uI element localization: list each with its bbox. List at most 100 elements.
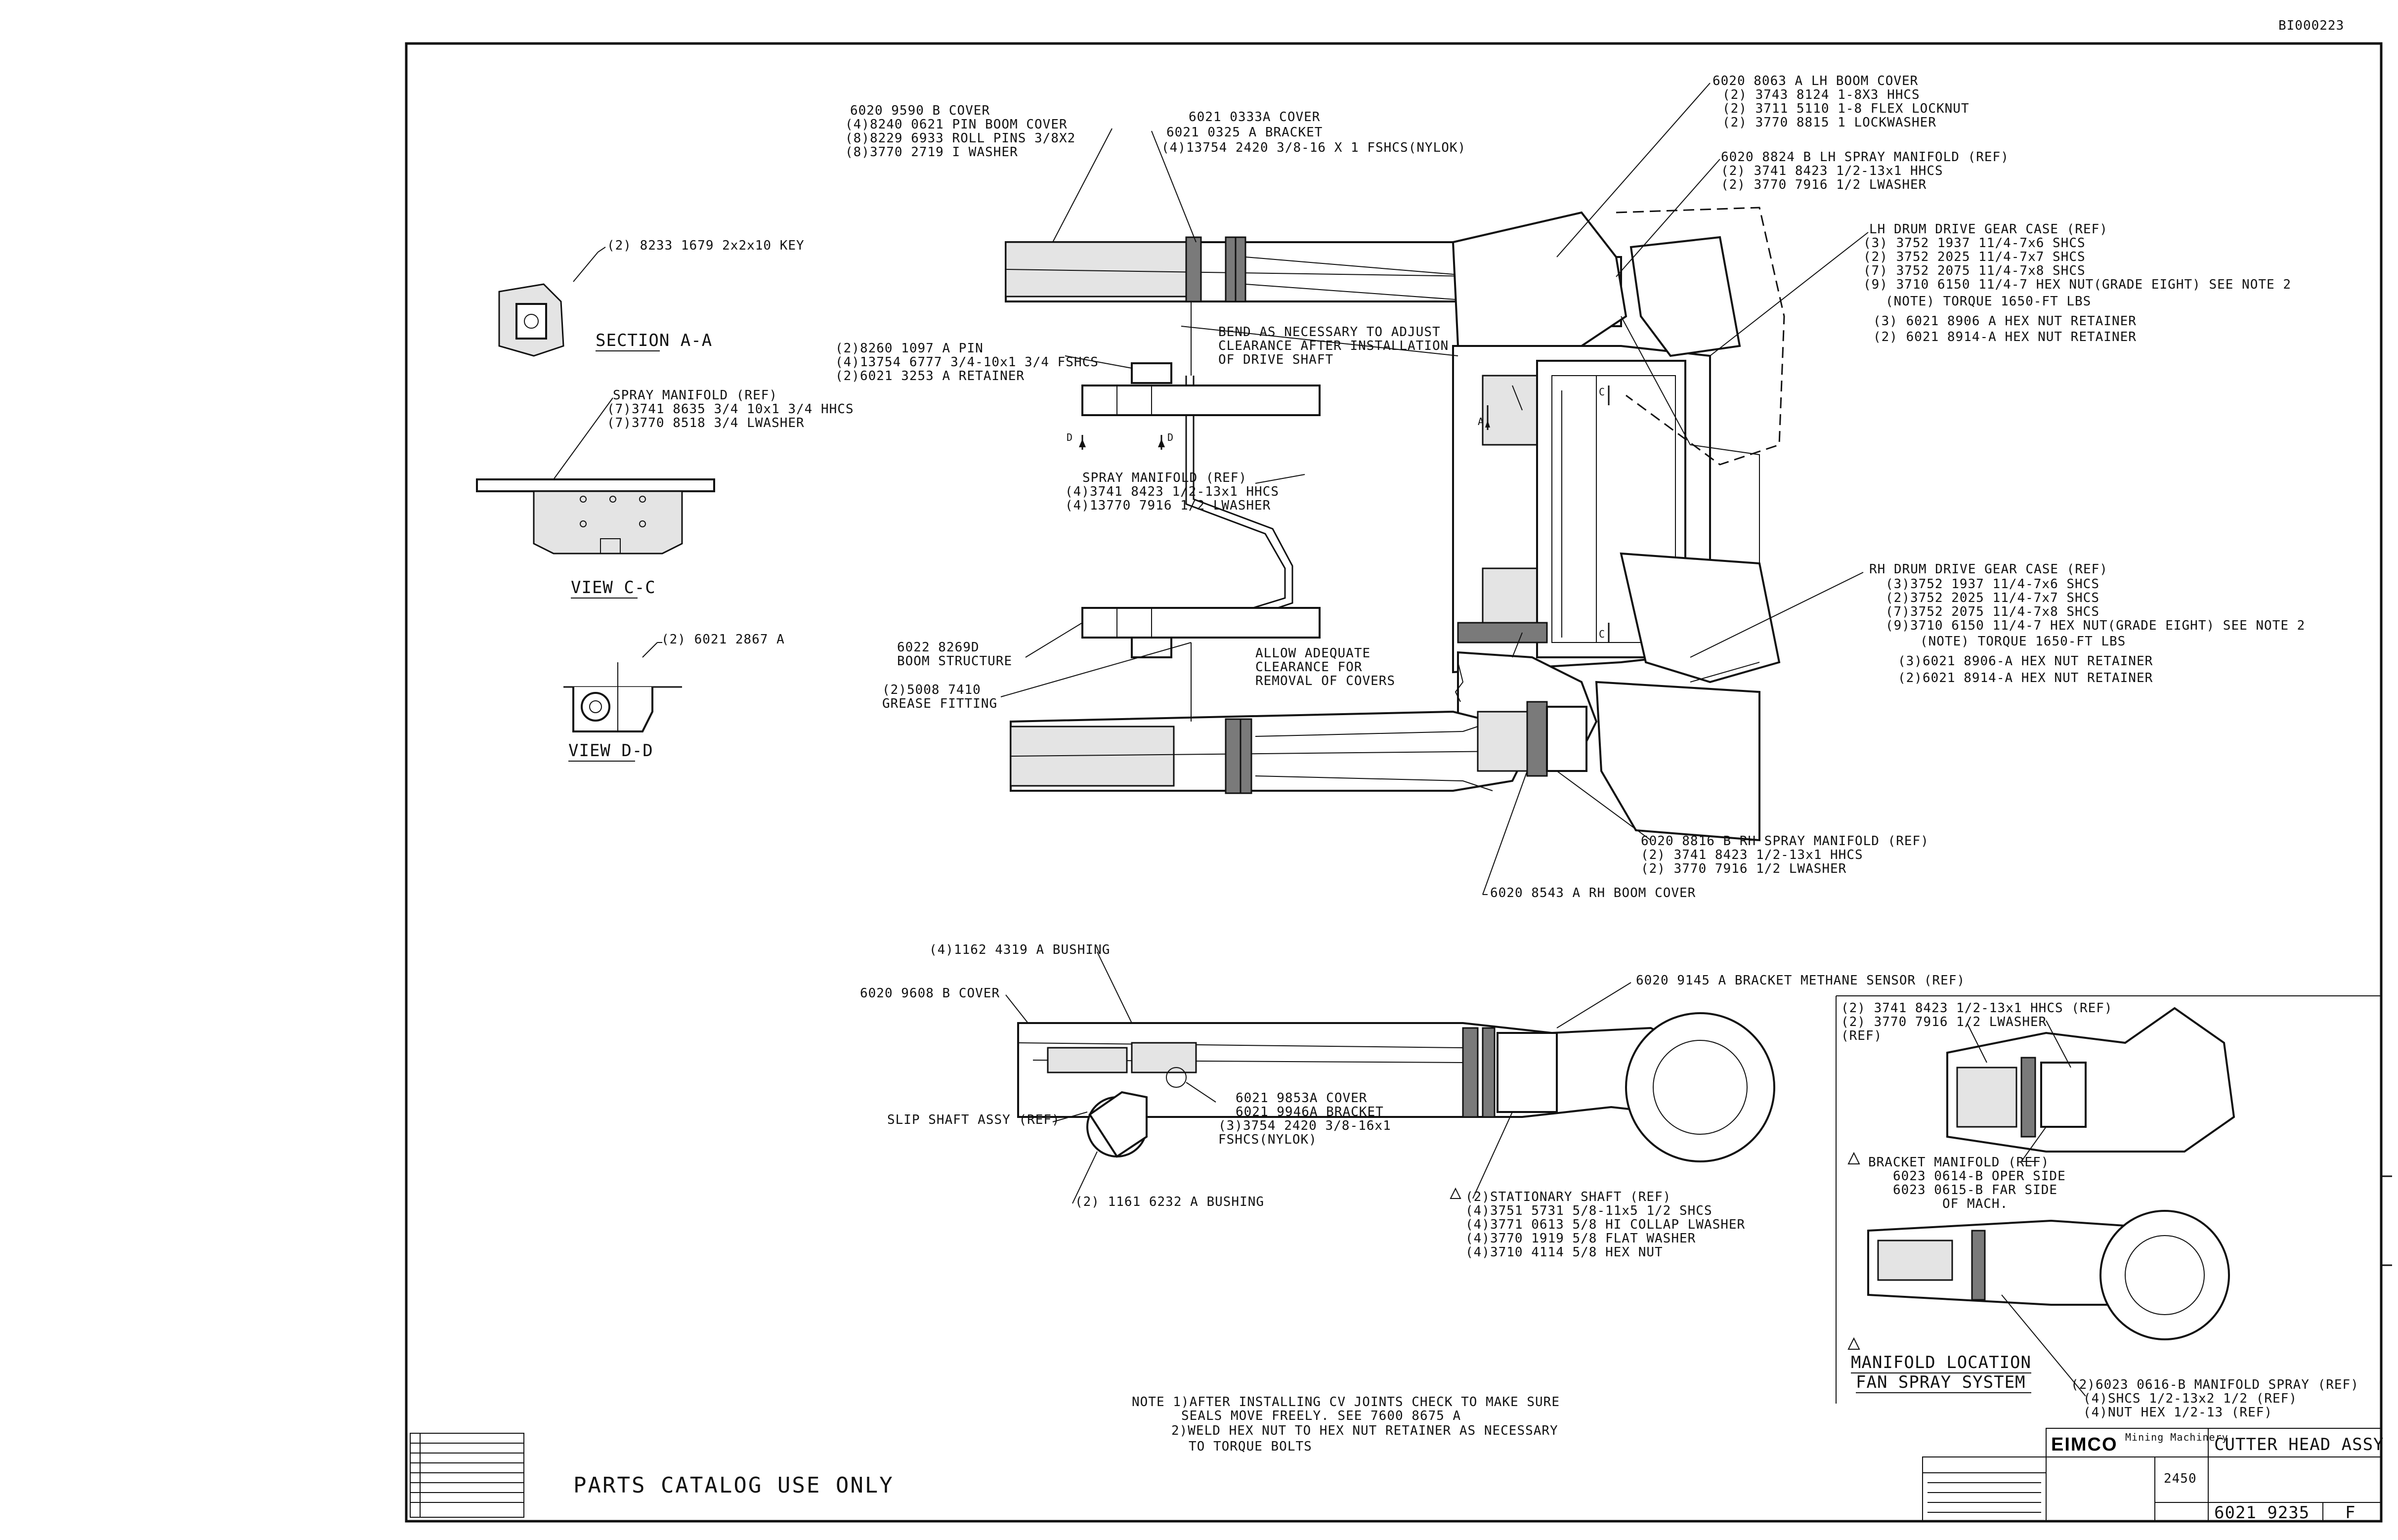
callout-lh-boom-cover-0: 6020 8063 A LH BOOM COVER: [1713, 74, 1918, 88]
sheet-code: BI000223: [2278, 18, 2344, 33]
callout-cover-mid-2: (4)13754 2420 3/8-16 X 1 FSHCS(NYLOK): [1161, 140, 1466, 155]
callout-rh-drum-0: RH DRUM DRIVE GEAR CASE (REF): [1869, 562, 2108, 577]
view-dd-label: VIEW D-D: [568, 741, 653, 761]
svg-text:A: A: [1478, 416, 1484, 428]
callout-cover-bracket-lower-3: FSHCS(NYLOK): [1218, 1132, 1317, 1147]
callout-cover-top-0: 6020 9590 B COVER: [850, 103, 990, 118]
callout-rh-drum-3: (7)3752 2075 11/4-7x8 SHCS: [1885, 604, 2099, 619]
callout-boom-structure-1: BOOM STRUCTURE: [897, 654, 1012, 669]
callout-view-dd-pin: (2) 6021 2867 A: [661, 632, 785, 647]
title-block: [1922, 1428, 2382, 1522]
callout-allow-note-0: ALLOW ADEQUATE: [1255, 646, 1370, 661]
callout-stationary-shaft-0: (2)STATIONARY SHAFT (REF): [1465, 1190, 1671, 1204]
view-dd-detail: [563, 642, 682, 732]
revision-block: [410, 1433, 524, 1518]
callout-allow-note-1: CLEARANCE FOR: [1255, 660, 1363, 675]
callout-lh-drum-2: (2) 3752 2025 11/4-7x7 SHCS: [1863, 250, 2086, 264]
callout-manifold-location-0: MANIFOLD LOCATION: [1851, 1353, 2031, 1372]
upper-boom-arm: [1005, 236, 1533, 322]
callout-lh-spray-1: (2) 3741 8423 1/2-13x1 HHCS: [1721, 164, 1943, 178]
callout-grease-fitting-1: GREASE FITTING: [882, 696, 997, 711]
callout-rh-spray-2: (2) 3770 7916 1/2 LWASHER: [1641, 861, 1846, 876]
leader-lines-side: [1005, 951, 1631, 1204]
callout-cover-top-3: (8)3770 2719 I WASHER: [845, 145, 1018, 160]
callout-spray-mid-1: (4)3741 8423 1/2-13x1 HHCS: [1065, 484, 1279, 499]
section-markers-center: C C A: [1478, 385, 1610, 642]
parts-catalog-label: PARTS CATALOG USE ONLY: [573, 1473, 894, 1498]
spray-pipe: D D: [1067, 301, 1321, 722]
callout-cover-mid-1: 6021 0325 A BRACKET: [1166, 125, 1323, 140]
callout-lh-spray-2: (2) 3770 7916 1/2 LWASHER: [1721, 177, 1927, 192]
callout-bend-note-0: BEND AS NECESSARY TO ADJUST: [1218, 325, 1441, 340]
callout-lh-drum-7: (2) 6021 8914-A HEX NUT RETAINER: [1873, 330, 2137, 344]
svg-text:C: C: [1599, 386, 1605, 398]
callout-cover-mid-0: 6021 0333A COVER: [1189, 110, 1320, 125]
callout-cover-lower: 6020 9608 B COVER: [860, 986, 1000, 1001]
callout-bushing-top: (4)1162 4319 A BUSHING: [929, 942, 1110, 957]
callout-lh-boom-cover-2: (2) 3711 5110 1-8 FLEX LOCKNUT: [1722, 101, 1970, 116]
inset-manifold-location: [1836, 995, 2381, 1404]
spray-manifold-view: [476, 397, 715, 555]
lower-boom-arm: [1010, 701, 1587, 794]
size-code: 2450: [2164, 1471, 2197, 1486]
callout-bend-note-1: CLEARANCE AFTER INSTALLATION: [1218, 339, 1449, 353]
lh-drum-outline: [1595, 207, 1785, 842]
callout-inset-bolts-2: (REF): [1841, 1028, 1882, 1043]
drawing-title: CUTTER HEAD ASSY: [2214, 1435, 2384, 1454]
drawing-notes: NOTE 1)AFTER INSTALLING CV JOINTS CHECK …: [1132, 1395, 1559, 1454]
callout-bracket-manifold-0: BRACKET MANIFOLD (REF): [1868, 1155, 2049, 1170]
callout-rh-drum-5: (NOTE) TORQUE 1650-FT LBS: [1920, 634, 2126, 649]
callout-inset-bolts-0: (2) 3741 8423 1/2-13x1 HHCS (REF): [1841, 1001, 2113, 1016]
callout-rh-drum-1: (3)3752 1937 11/4-7x6 SHCS: [1885, 577, 2099, 592]
callout-bracket-manifold-3: OF MACH.: [1942, 1197, 2008, 1211]
note-line-3: TO TORQUE BOLTS: [1189, 1439, 1312, 1454]
callout-manifold-spray-0: (2)6023 0616-B MANIFOLD SPRAY (REF): [2071, 1377, 2359, 1392]
drawing-number: 6021 9235: [2214, 1503, 2310, 1523]
view-cc-label: VIEW C-C: [571, 578, 656, 598]
callout-cover-bracket-lower-0: 6021 9853A COVER: [1236, 1091, 1367, 1106]
callout-lh-drum-6: (3) 6021 8906 A HEX NUT RETAINER: [1873, 314, 2137, 329]
callout-rh-spray-0: 6020 8816 B RH SPRAY MANIFOLD (REF): [1641, 834, 1929, 849]
callout-manifold-spray-2: (4)NUT HEX 1/2-13 (REF): [2083, 1405, 2272, 1420]
callout-manifold-location-1: FAN SPRAY SYSTEM: [1856, 1372, 2026, 1392]
svg-text:D: D: [1167, 431, 1174, 443]
callout-stationary-shaft-3: (4)3770 1919 5/8 FLAT WASHER: [1465, 1231, 1696, 1246]
drawing-border: [405, 42, 2383, 1523]
callout-cover-bracket-lower-2: (3)3754 2420 3/8-16x1: [1218, 1118, 1391, 1133]
callout-lh-drum-1: (3) 3752 1937 11/4-7x6 SHCS: [1863, 236, 2086, 251]
callout-spray-manifold-left-1: (7)3741 8635 3/4 10x1 3/4 HHCS: [607, 402, 854, 417]
callout-rh-drum-6: (3)6021 8906-A HEX NUT RETAINER: [1898, 654, 2153, 669]
callout-boom-structure-0: 6022 8269D: [897, 640, 980, 655]
callout-cover-top-1: (4)8240 0621 PIN BOOM COVER: [845, 117, 1068, 132]
callout-bracket-methane: 6020 9145 A BRACKET METHANE SENSOR (REF): [1636, 973, 1965, 988]
callout-spray-manifold-left-2: (7)3770 8518 3/4 LWASHER: [607, 416, 805, 430]
callout-bracket-manifold-1: 6023 0614-B OPER SIDE: [1893, 1169, 2066, 1184]
callout-lh-drum-0: LH DRUM DRIVE GEAR CASE (REF): [1869, 222, 2108, 237]
callout-bushing-lower: (2) 1161 6232 A BUSHING: [1075, 1195, 1264, 1209]
callout-rh-drum-2: (2)3752 2025 11/4-7x7 SHCS: [1885, 591, 2099, 605]
callout-rh-boom-cover: 6020 8543 A RH BOOM COVER: [1490, 886, 1696, 900]
callout-cover-top-2: (8)8229 6933 ROLL PINS 3/8X2: [845, 131, 1075, 146]
callout-cover-bracket-lower-1: 6021 9946A BRACKET: [1236, 1105, 1384, 1119]
section-aa-view: [498, 247, 606, 357]
note-line-1: SEALS MOVE FREELY. SEE 7600 8675 A: [1181, 1409, 1461, 1423]
callout-bracket-manifold-2: 6023 0615-B FAR SIDE: [1893, 1183, 2057, 1198]
callout-lh-boom-cover-3: (2) 3770 8815 1 LOCKWASHER: [1722, 115, 1936, 130]
callout-spray-manifold-left-0: SPRAY MANIFOLD (REF): [613, 388, 777, 403]
callout-inset-bolts-1: (2) 3770 7916 1/2 LWASHER: [1841, 1015, 2047, 1029]
leader-lines-main: [1000, 83, 1869, 895]
callout-rh-drum-7: (2)6021 8914-A HEX NUT RETAINER: [1898, 671, 2153, 685]
svg-text:C: C: [1599, 628, 1605, 640]
callout-pin-group-2: (2)6021 3253 A RETAINER: [835, 369, 1025, 384]
company-logo: EIMCO: [2051, 1434, 2118, 1455]
revision-letter: F: [2345, 1503, 2355, 1523]
callout-key: (2) 8233 1679 2x2x10 KEY: [607, 238, 805, 253]
callout-pin-group-1: (4)13754 6777 3/4-10x1 3/4 FSHCS: [835, 355, 1099, 370]
callout-stationary-shaft-4: (4)3710 4114 5/8 HEX NUT: [1465, 1245, 1663, 1260]
callout-manifold-spray-1: (4)SHCS 1/2-13x2 1/2 (REF): [2083, 1391, 2297, 1406]
svg-text:D: D: [1067, 431, 1073, 443]
callout-lh-drum-4: (9) 3710 6150 11/4-7 HEX NUT(GRADE EIGHT…: [1863, 277, 2291, 292]
note-line-2: 2)WELD HEX NUT TO HEX NUT RETAINER AS NE…: [1171, 1423, 1558, 1438]
section-aa-label: SECTION A-A: [596, 331, 712, 350]
